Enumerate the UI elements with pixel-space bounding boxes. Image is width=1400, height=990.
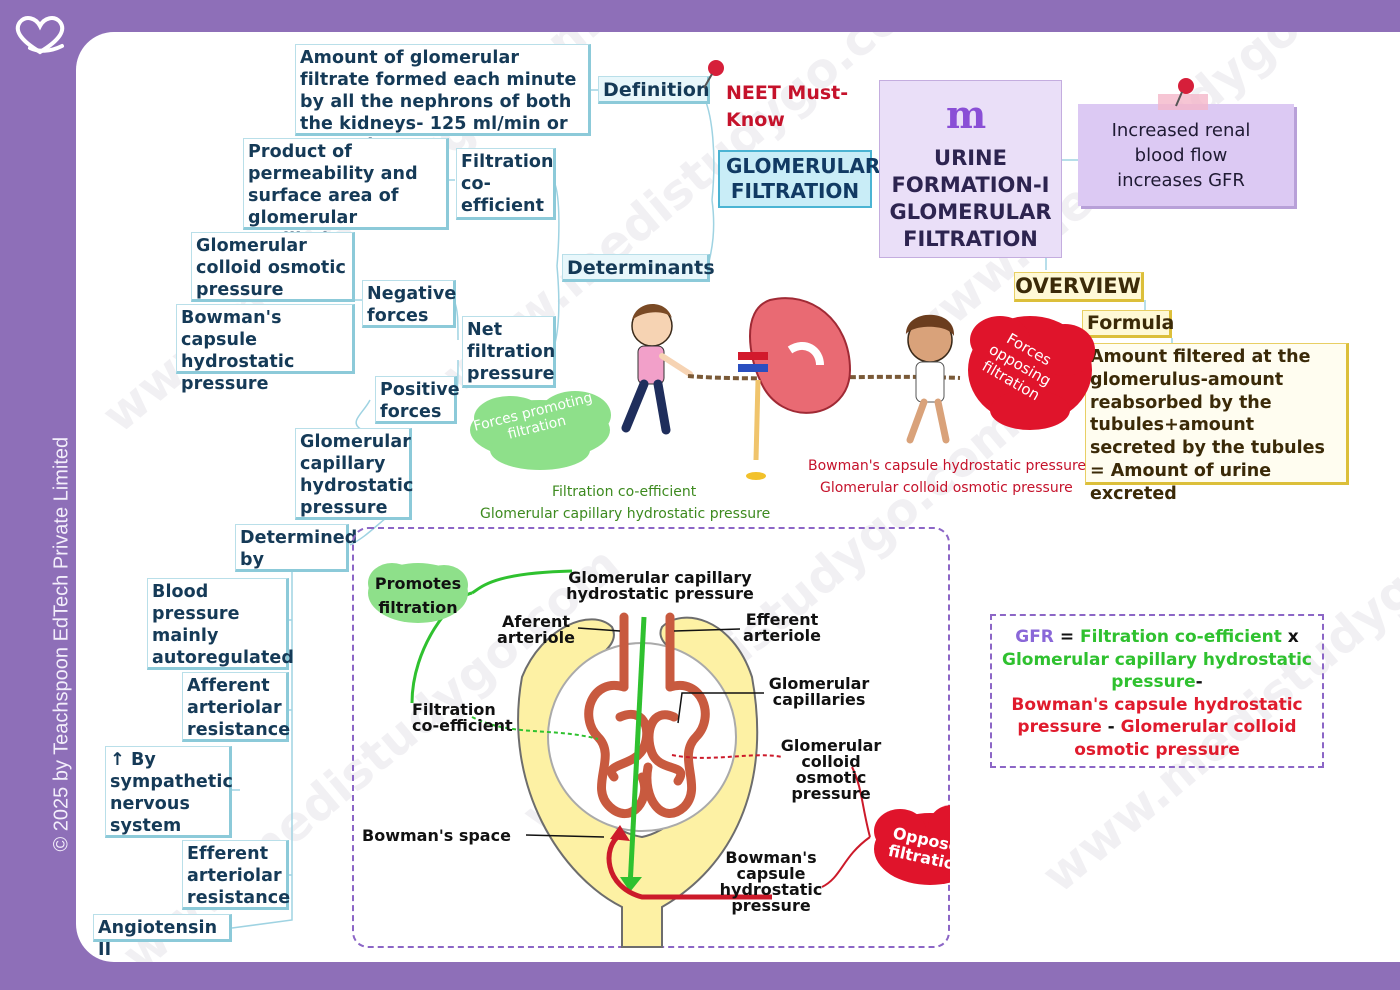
- minus-sign: -: [1195, 672, 1203, 692]
- determined-by-item: Angiotensin II: [93, 914, 232, 960]
- promoting-item: Filtration co-efficient: [552, 484, 697, 500]
- bchp-term: Bowman's capsule hydrostatic pressure: [1011, 694, 1303, 738]
- efferent-arteriole-label: Efferent arteriole: [743, 610, 821, 645]
- gfr-formula: GFR = Filtration co-efficient x Glomerul…: [990, 614, 1324, 768]
- gfr-term: GFR: [1015, 627, 1054, 647]
- boy-pulling-icon: [906, 314, 955, 444]
- bchp-label: Bowman's capsule hydrostatic pressure: [719, 848, 823, 915]
- increased-flow-text: Increased renal blood flow increases GFR: [1111, 120, 1251, 191]
- filtration-coefficient-node: Filtration co-efficient: [456, 148, 556, 220]
- determined-by-node: Determined by: [235, 524, 357, 572]
- bowmans-space-label: Bowman's space: [362, 826, 511, 845]
- equals-sign: =: [1053, 627, 1080, 647]
- afferent-arteriole-label: Aferent arteriole: [497, 612, 575, 647]
- gcop-label: Glomerular colloid osmotic pressure: [780, 736, 882, 803]
- determinants-node: Determinants: [562, 254, 715, 282]
- green-cloud-icon: [368, 563, 468, 623]
- determined-by-item: Blood pressure mainly autoregulated: [147, 578, 294, 670]
- determined-by-item: ↑ By sympathetic nervous system: [105, 746, 233, 838]
- heart-logo-icon: [15, 16, 65, 55]
- boy-pulling-icon: [621, 303, 693, 435]
- glomerular-filtration-node: GLOMERULAR FILTRATION: [718, 150, 880, 208]
- gcop-term: Glomerular colloid osmotic pressure: [1074, 717, 1297, 760]
- positive-forces-node: Positive forces: [375, 376, 460, 424]
- filtration-coefficient-term: Filtration co-efficient: [1080, 627, 1282, 647]
- kidney-icon: [738, 297, 852, 480]
- tug-of-war-illustration: [470, 297, 1095, 480]
- negative-forces-node: Negative forces: [362, 280, 456, 328]
- opposing-item: Glomerular colloid osmotic pressure: [820, 480, 1073, 496]
- green-cloud-icon: [470, 391, 611, 470]
- pushpin-icon: [1175, 78, 1194, 107]
- tape-icon: [1158, 94, 1208, 110]
- promotes-filtration-label: Promotes filtration: [374, 574, 462, 617]
- formula-text: Amount filtered at the glomerulus-amount…: [1085, 343, 1349, 504]
- formula-node: Formula: [1082, 310, 1174, 338]
- determined-by-item: Efferent arteriolar resistance: [182, 840, 290, 910]
- times-sign: x: [1281, 627, 1299, 647]
- filtration-coefficient-label: Filtration co-efficient: [412, 700, 513, 735]
- red-cloud-icon: [874, 805, 950, 885]
- increased-flow-note: [1078, 104, 1294, 206]
- promoting-item: Glomerular capillary hydrostatic pressur…: [480, 506, 771, 522]
- gchp-term: Glomerular capillary hydrostatic pressur…: [1001, 649, 1312, 693]
- negative-force-item: Bowman's capsule hydrostatic pressure: [176, 304, 355, 394]
- pushpin-icon: [703, 60, 724, 89]
- positive-force-item: Glomerular capillary hydrostatic pressur…: [295, 428, 413, 520]
- net-filtration-pressure-node: Net filtration pressure: [462, 316, 556, 388]
- determined-by-item: Afferent arteriolar resistance: [182, 672, 290, 742]
- neet-must-know: NEET Must-Know: [726, 82, 849, 131]
- definition-text: Amount of glomerular filtrate formed eac…: [295, 44, 591, 156]
- page-title: URINE FORMATION-I GLOMERULAR FILTRATION: [879, 80, 1062, 258]
- red-cloud-icon: [968, 316, 1095, 430]
- opposing-item: Bowman's capsule hydrostatic pressure: [808, 458, 1087, 474]
- glomerulus-diagram: [368, 563, 950, 948]
- filtration-coefficient-text: Product of permeability and surface area…: [243, 138, 449, 250]
- minus-sign: -: [1101, 717, 1121, 737]
- negative-force-item: Glomerular colloid osmotic pressure: [191, 232, 355, 302]
- overview-node: OVERVIEW: [1014, 272, 1144, 302]
- definition-node: Definition: [598, 76, 710, 104]
- gchp-label: Glomerular capillary hydrostatic pressur…: [566, 568, 754, 603]
- glomerular-capillaries-label: Glomerular capillaries: [768, 674, 870, 709]
- brand-m-icon: m: [946, 92, 987, 137]
